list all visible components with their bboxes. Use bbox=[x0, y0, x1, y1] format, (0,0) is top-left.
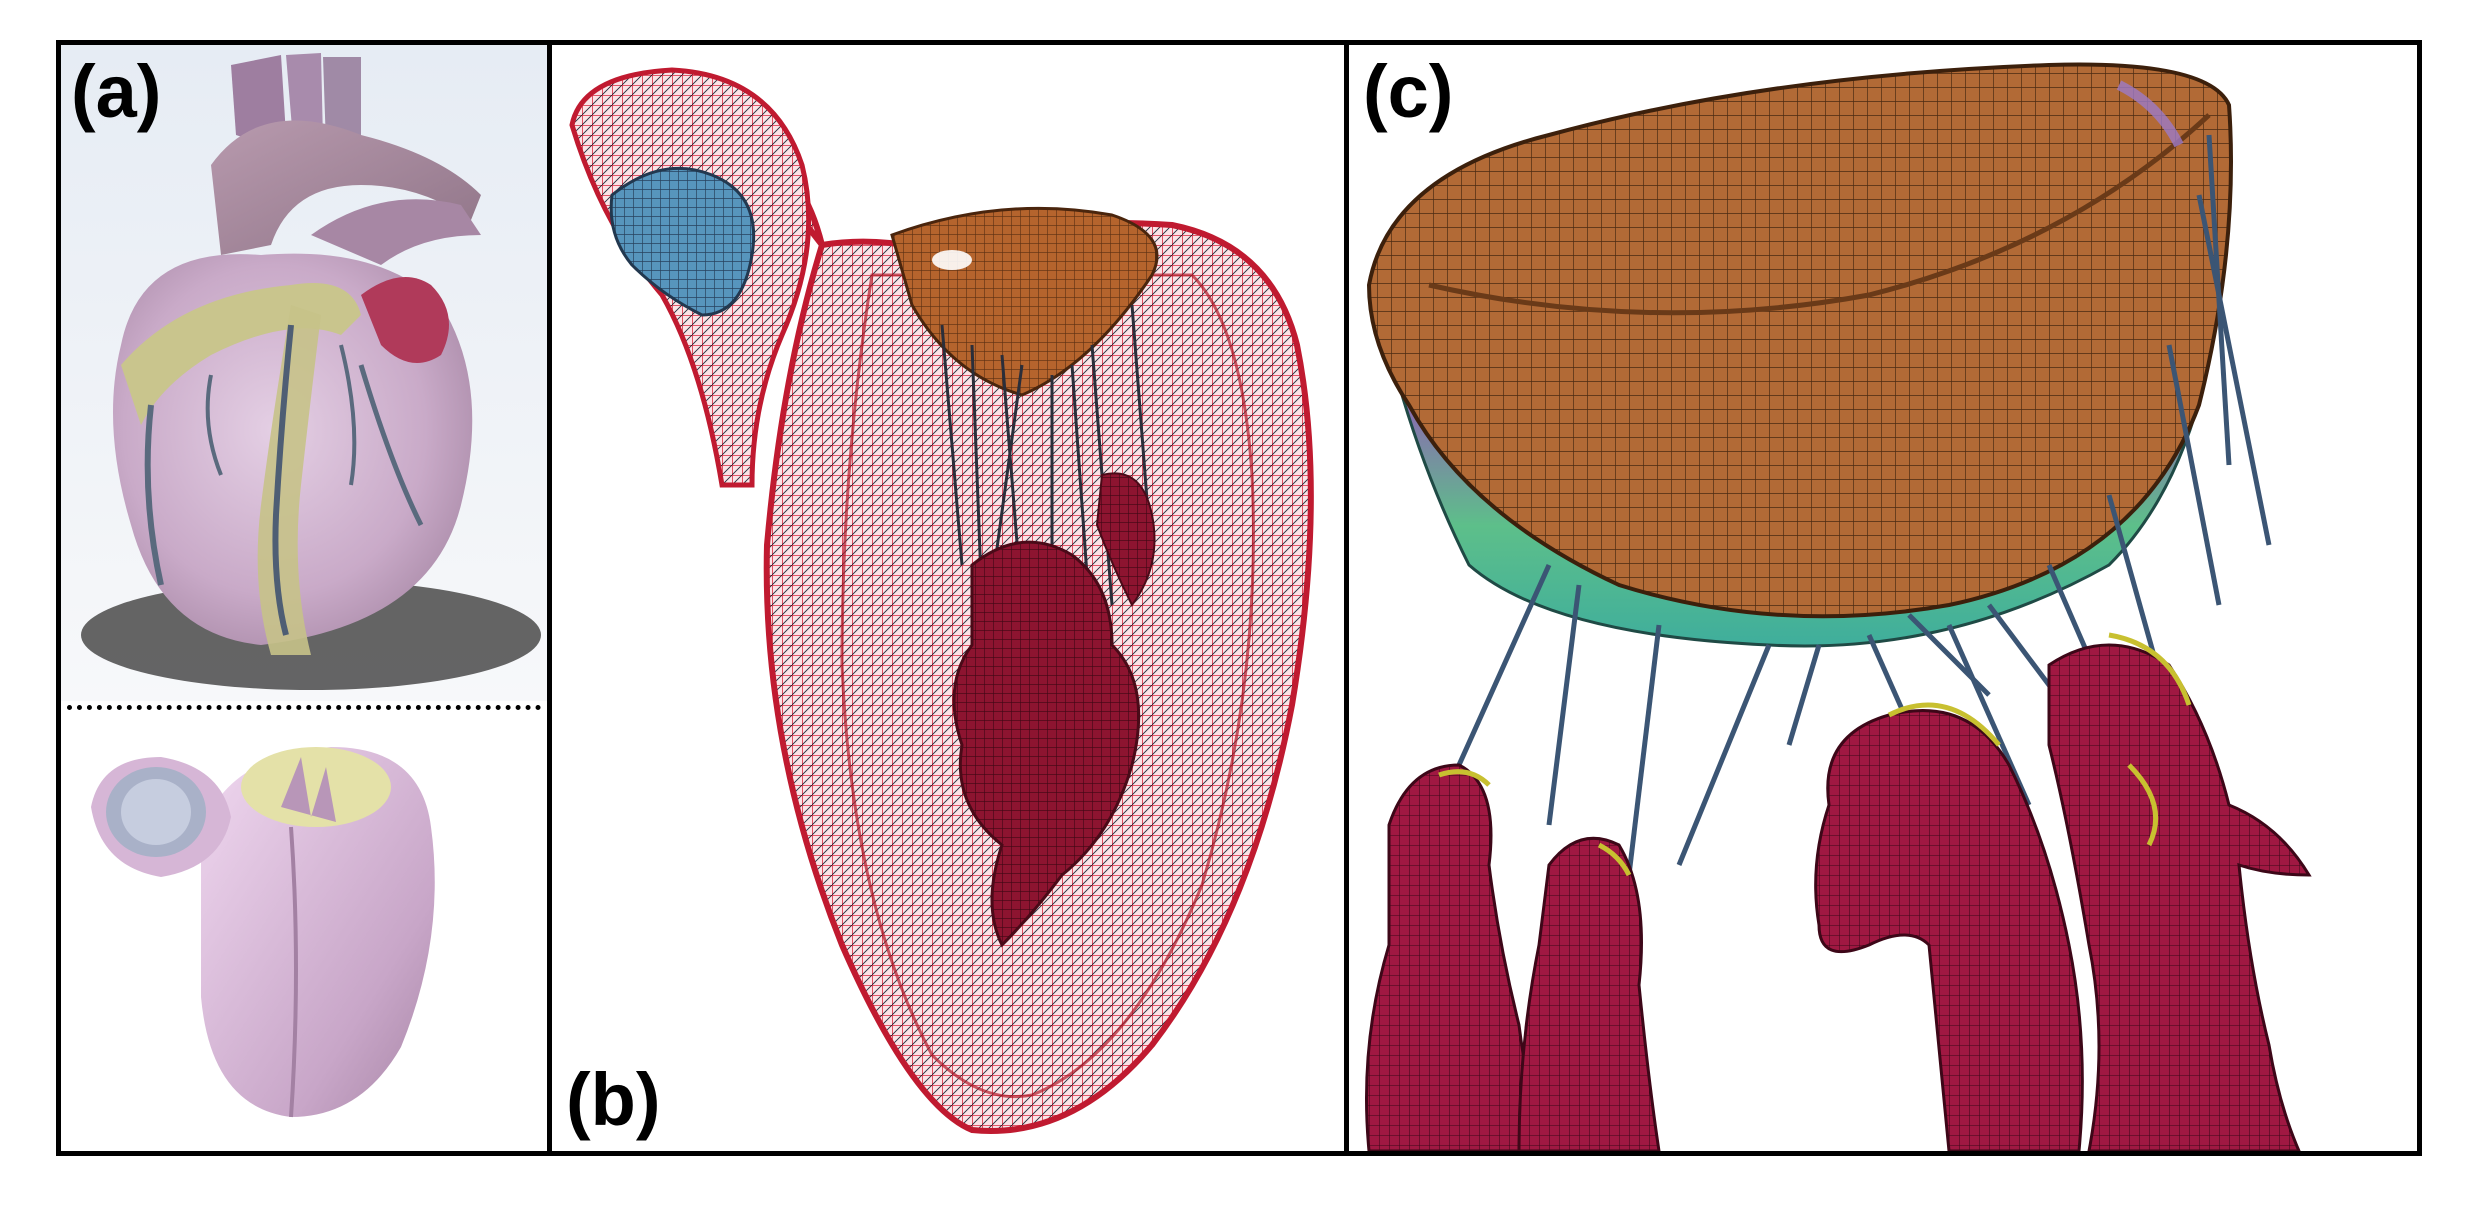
panel-c: (c) bbox=[1349, 45, 2417, 1151]
panel-a-divider bbox=[67, 705, 541, 710]
panel-b-label: (b) bbox=[566, 1058, 661, 1141]
panel-c-label: (c) bbox=[1363, 50, 1454, 133]
mitral-valve-apparatus-mesh bbox=[1365, 62, 2312, 1151]
full-heart-cad-render bbox=[61, 45, 547, 701]
panel-a: (a) bbox=[61, 45, 552, 1151]
panel-b: (b) bbox=[552, 45, 1349, 1151]
panel-a-label: (a) bbox=[71, 50, 162, 133]
ventricle-wireframe-mesh bbox=[569, 67, 1314, 1134]
figure-frame: (a) bbox=[56, 40, 2422, 1156]
left-heart-cad-render bbox=[91, 747, 435, 1118]
